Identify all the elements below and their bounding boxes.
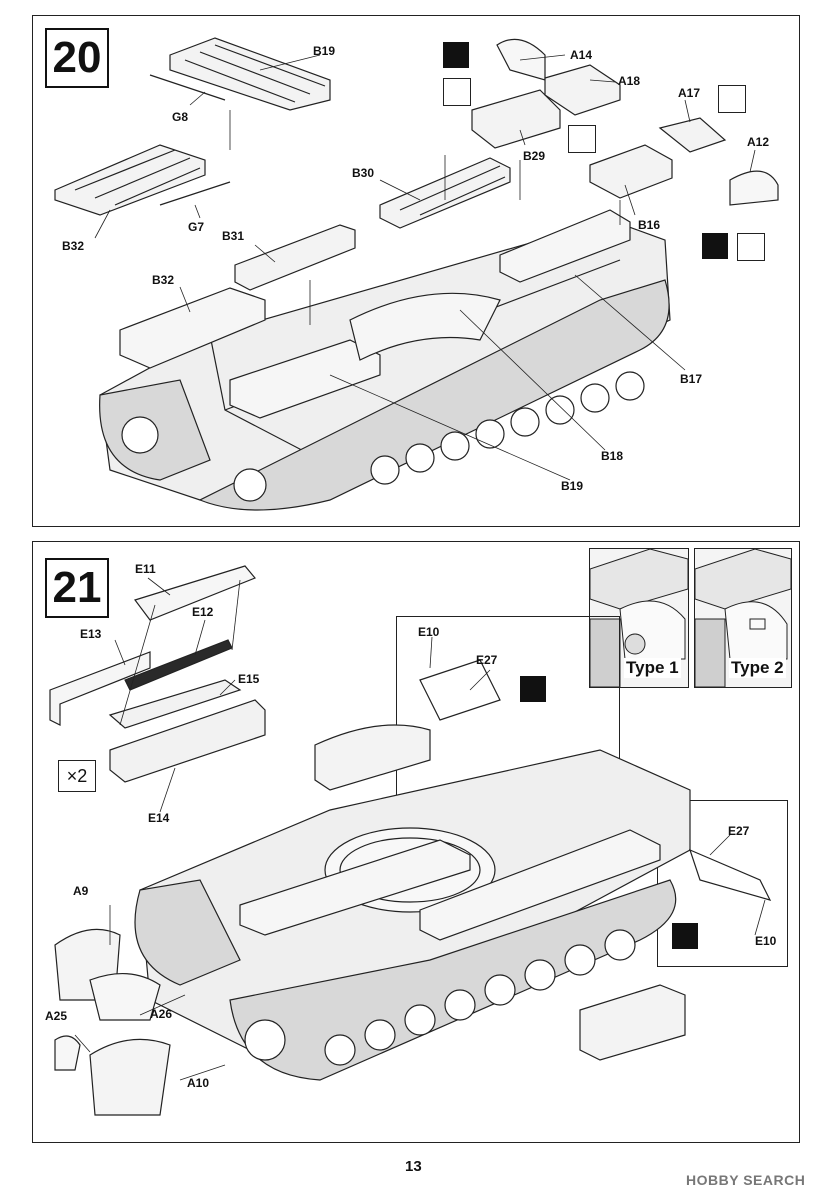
watermark: HOBBY SEARCH	[686, 1172, 806, 1188]
bend-icon	[737, 233, 765, 261]
step-20-illustration	[54, 37, 779, 511]
type-1-label: Type 1	[624, 658, 681, 678]
quantity-multiplier: ×2	[58, 760, 96, 792]
part-label-e12: E12	[192, 605, 214, 619]
part-label-a14: A14	[570, 48, 593, 62]
part-label-a17: A17	[678, 86, 701, 100]
part-label-b29: B29	[523, 149, 546, 163]
cut-icon	[568, 125, 596, 153]
part-label-a18: A18	[618, 74, 641, 88]
part-label-b32-hull: B32	[152, 273, 175, 287]
part-label-b30: B30	[352, 166, 375, 180]
cement-icon	[702, 233, 728, 259]
type-2-illustration	[695, 549, 791, 687]
part-label-a10: A10	[187, 1076, 210, 1090]
type-1-illustration	[590, 549, 688, 687]
part-label-b19-hull: B19	[561, 479, 584, 493]
part-label-e10-side: E10	[755, 934, 777, 948]
part-label-b31: B31	[222, 229, 245, 243]
side-detail-box	[657, 800, 788, 967]
part-label-e10-top: E10	[418, 625, 440, 639]
bend-icon	[443, 78, 471, 106]
part-label-e15: E15	[238, 672, 260, 686]
cement-icon	[520, 676, 546, 702]
part-label-g8: G8	[172, 110, 189, 124]
step-number: 21	[45, 558, 109, 618]
cut-icon	[718, 85, 746, 113]
part-label-e27-top: E27	[476, 653, 498, 667]
type-1-inset: Type 1	[589, 548, 689, 688]
type-2-label: Type 2	[729, 658, 786, 678]
cement-icon	[443, 42, 469, 68]
part-label-b18: B18	[601, 449, 624, 463]
part-label-b17: B17	[680, 372, 703, 386]
part-label-e27-side: E27	[728, 824, 750, 838]
cement-icon	[672, 923, 698, 949]
part-label-e11: E11	[135, 562, 156, 576]
step-number: 20	[45, 28, 109, 88]
page-number: 13	[405, 1158, 422, 1175]
part-label-a25: A25	[45, 1009, 68, 1023]
part-label-a12: A12	[747, 135, 770, 149]
part-label-e14: E14	[148, 811, 170, 825]
part-label-a26: A26	[150, 1007, 173, 1021]
part-label-b16: B16	[638, 218, 661, 232]
part-label-g7: G7	[188, 220, 205, 234]
part-label-e13: E13	[80, 627, 102, 641]
part-label-a9: A9	[73, 884, 89, 898]
part-label-b32-left: B32	[62, 239, 85, 253]
type-2-inset: Type 2	[694, 548, 792, 688]
part-label-b19: B19	[313, 44, 336, 58]
